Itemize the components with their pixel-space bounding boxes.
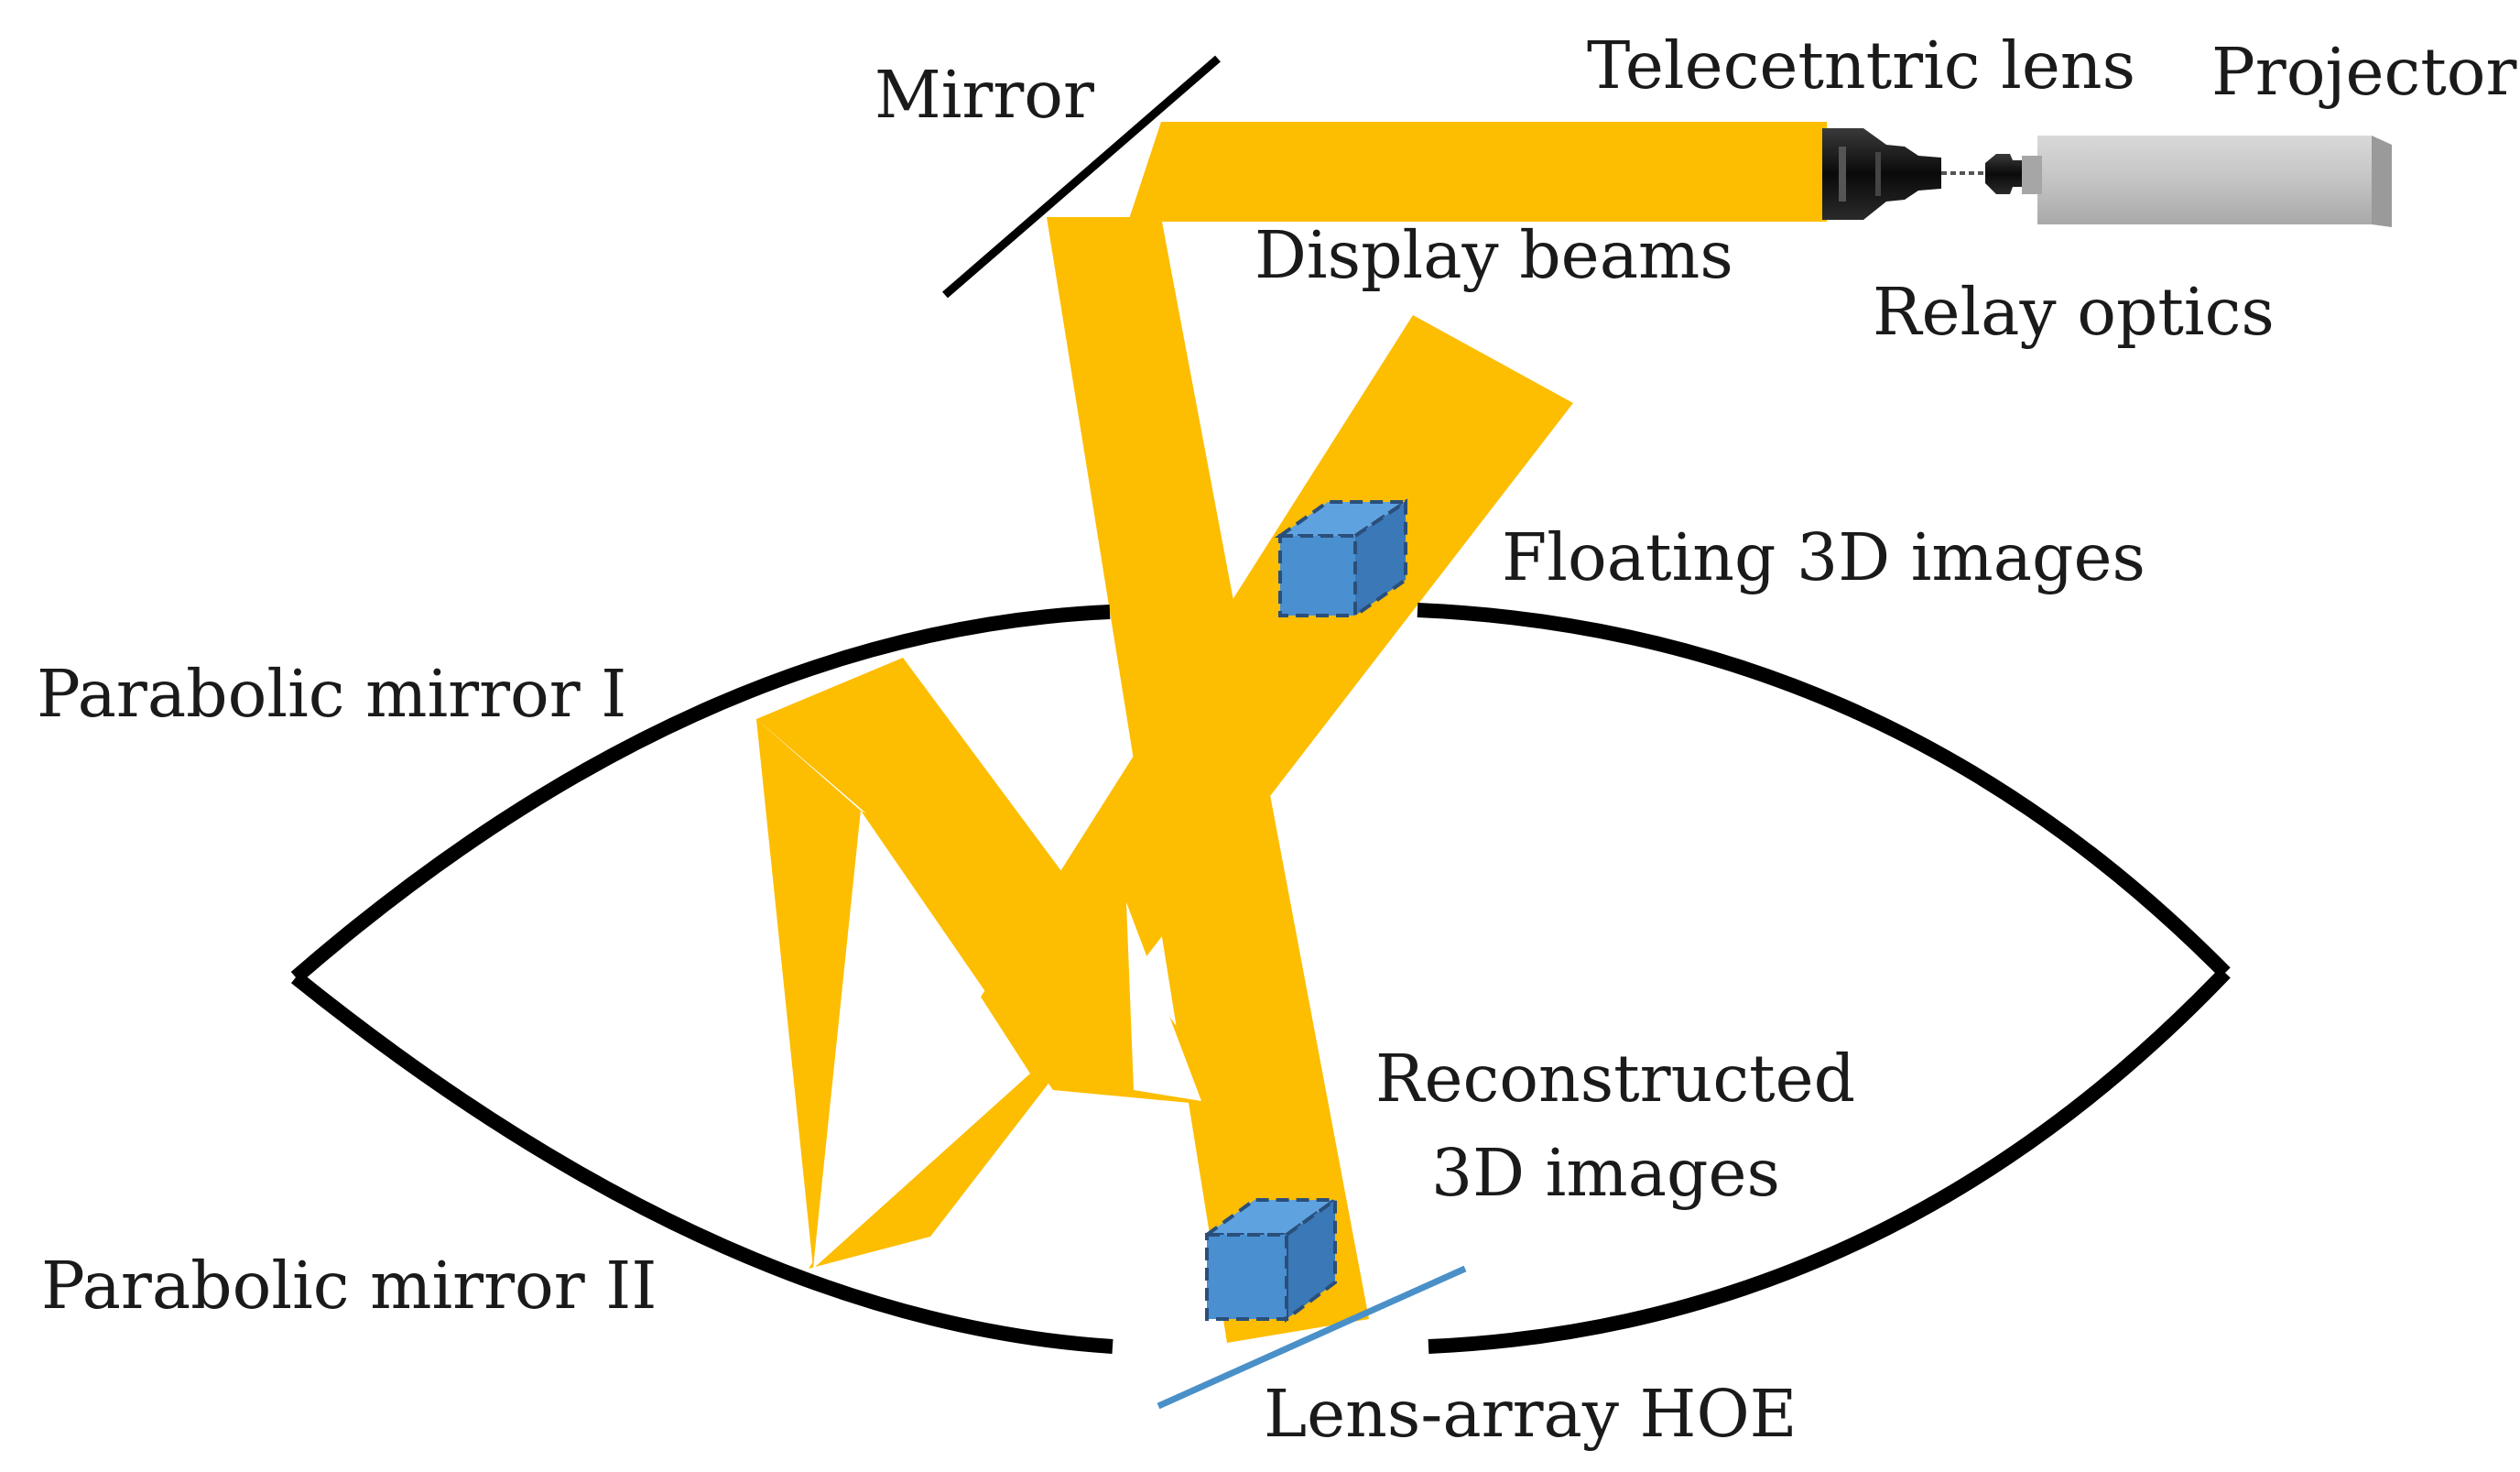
- label-floating-3d-images: Floating 3D images: [1502, 519, 2145, 595]
- label-projector: Projector: [2211, 34, 2517, 110]
- label-reconstructed-line2: 3D images: [1431, 1135, 1780, 1211]
- label-relay-optics: Relay optics: [1873, 274, 2275, 350]
- floating-3d-image-cube: [1274, 498, 1412, 619]
- telecentric-lens: [1822, 128, 1941, 220]
- beam-gap-left: [813, 811, 1030, 1269]
- parabolic-mirrors: [290, 603, 2231, 1354]
- beam-gap-center: [1126, 902, 1201, 1101]
- label-parabolic-mirror-one: Parabolic mirror I: [37, 656, 626, 732]
- parabolic-mirror-two-left: [290, 971, 1113, 1354]
- label-telecentric-lens: Telecetntric lens: [1587, 27, 2135, 104]
- beam-lower-cross: [861, 811, 1200, 1104]
- reconstructed-3d-image-cube: [1200, 1196, 1341, 1324]
- label-parabolic-mirror-two: Parabolic mirror II: [41, 1248, 657, 1324]
- relay-optics: [1941, 154, 2022, 194]
- fold-mirror: [942, 55, 1221, 299]
- projector: [2022, 136, 2392, 227]
- label-lens-array-hoe: Lens-array HOE: [1264, 1376, 1798, 1452]
- parabolic-mirror-one-left: [290, 605, 1111, 984]
- lens-array-hoe: [1157, 1265, 1467, 1410]
- parabolic-mirror-two-right: [1428, 967, 2231, 1354]
- beam-left-leg: [756, 719, 861, 1269]
- label-reconstructed-line1: Reconstructed: [1375, 1041, 1855, 1117]
- label-display-beams: Display beams: [1255, 217, 1733, 293]
- beam-horizontal: [1128, 122, 1827, 222]
- parabolic-mirror-one-right: [1417, 603, 2231, 978]
- label-mirror: Mirror: [874, 57, 1094, 133]
